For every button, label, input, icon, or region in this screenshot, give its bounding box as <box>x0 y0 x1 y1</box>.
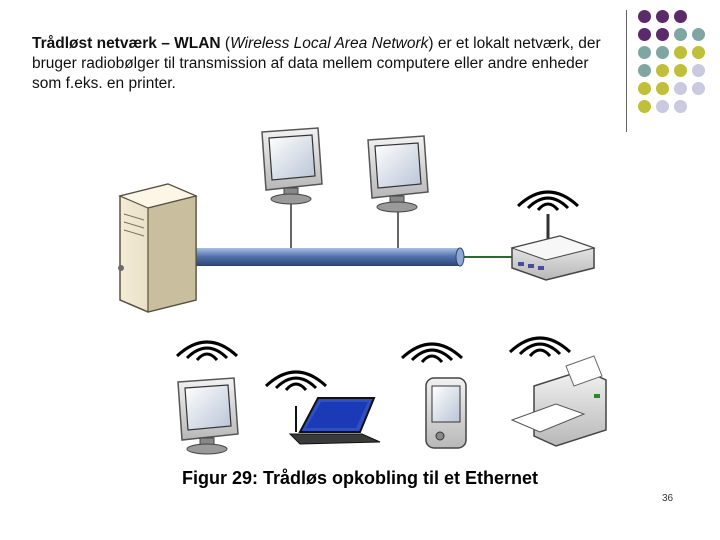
wireless-printer-icon <box>508 336 607 447</box>
wireless-router-icon <box>510 190 596 281</box>
wireless-monitor-icon <box>175 340 239 455</box>
intro-rest: ) er et lokalt netværk, der bruger radio… <box>32 35 601 92</box>
ethernet-backbone <box>168 247 465 267</box>
divider-line <box>626 10 627 132</box>
intro-paragraph: Trådløst netværk – WLAN (Wireless Local … <box>32 34 622 94</box>
page-number: 36 <box>662 493 674 504</box>
monitor-icon-1 <box>261 127 323 205</box>
intro-open-paren: ( <box>220 35 231 52</box>
server-icon <box>118 183 198 313</box>
intro-expansion: Wireless Local Area Network <box>230 35 429 52</box>
intro-term: Trådløst netværk – WLAN <box>32 35 221 52</box>
wireless-laptop-icon <box>264 370 381 445</box>
wireless-pda-icon <box>400 342 467 449</box>
monitor-icon-2 <box>367 135 429 213</box>
figure-caption: Figur 29: Trådløs opkobling til et Ether… <box>181 468 539 488</box>
